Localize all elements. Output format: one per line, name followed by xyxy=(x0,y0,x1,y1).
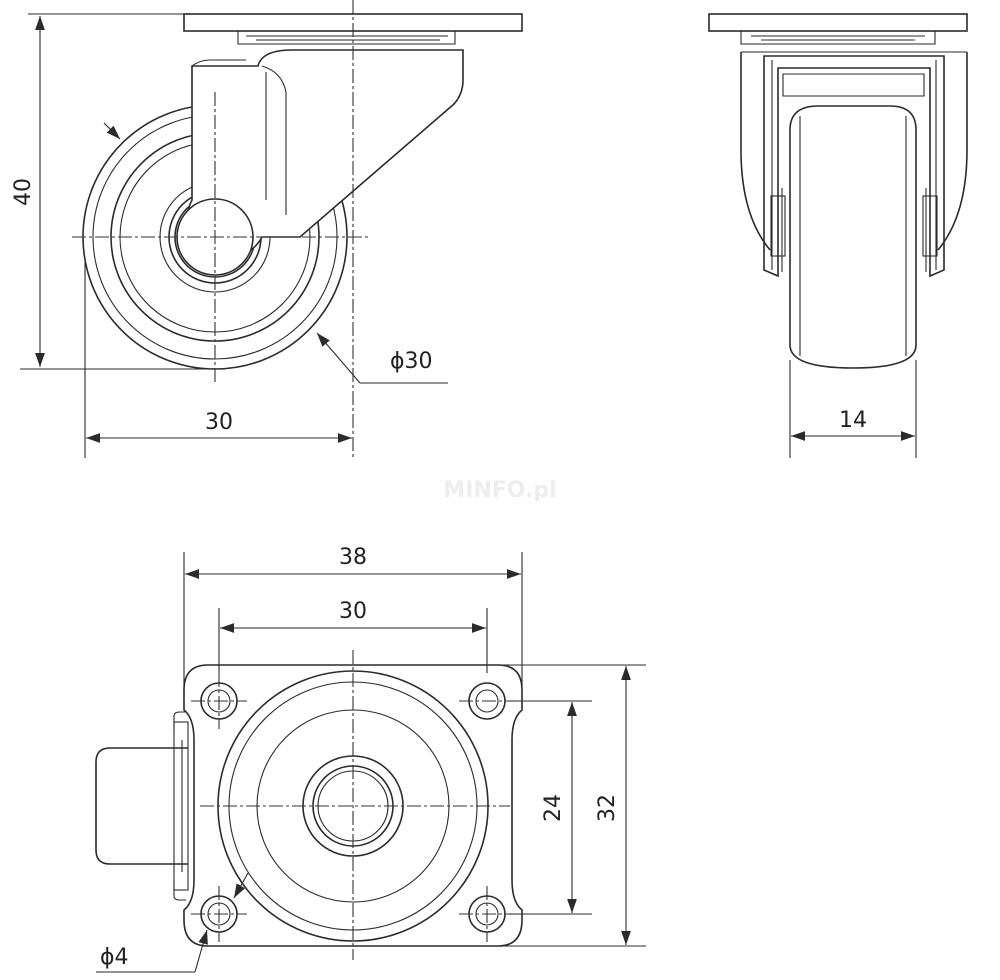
front-wheel xyxy=(789,105,917,369)
dimension-wheel-width-14: 14 xyxy=(789,360,917,458)
dimension-label-plate-width: 38 xyxy=(339,545,367,570)
top-view: 38 30 24 32 ϕ4 xyxy=(95,545,646,973)
dimension-label-hole-spacing-x: 30 xyxy=(339,599,367,624)
dimension-wheel-diameter: ϕ30 xyxy=(103,122,448,384)
side-fork-arm xyxy=(176,49,464,276)
top-wheel-protrusion xyxy=(95,711,189,901)
watermark: MINFO.pl xyxy=(443,478,556,503)
front-view: 14 xyxy=(708,13,968,458)
front-fork-housing xyxy=(740,51,968,278)
dimension-label-wheel-width: 14 xyxy=(839,408,867,433)
dimension-label-height: 40 xyxy=(11,178,36,206)
dimension-height-40: 40 xyxy=(11,13,215,370)
dimension-hole-diameter: ϕ4 xyxy=(96,872,249,973)
dimension-width-30: 30 xyxy=(84,262,352,458)
side-swivel-bearing xyxy=(237,31,456,45)
dimension-plate-width-38: 38 xyxy=(183,545,523,690)
front-top-plate xyxy=(708,13,968,32)
dimension-label-plate-height: 32 xyxy=(595,794,620,822)
dimension-label-hole-diameter: ϕ4 xyxy=(100,945,129,970)
side-view: 40 30 ϕ30 xyxy=(11,0,523,458)
dimension-label-wheel-diameter: ϕ30 xyxy=(390,349,433,374)
dimension-label-hole-spacing-y: 24 xyxy=(541,794,566,822)
dimension-hole-spacing-x-30: 30 xyxy=(218,599,488,673)
top-mounting-plate xyxy=(183,664,523,947)
dimension-label-width: 30 xyxy=(205,410,233,435)
dimension-hole-spacing-y-24: 24 xyxy=(515,700,592,915)
dimension-plate-height-32: 32 xyxy=(498,664,646,947)
